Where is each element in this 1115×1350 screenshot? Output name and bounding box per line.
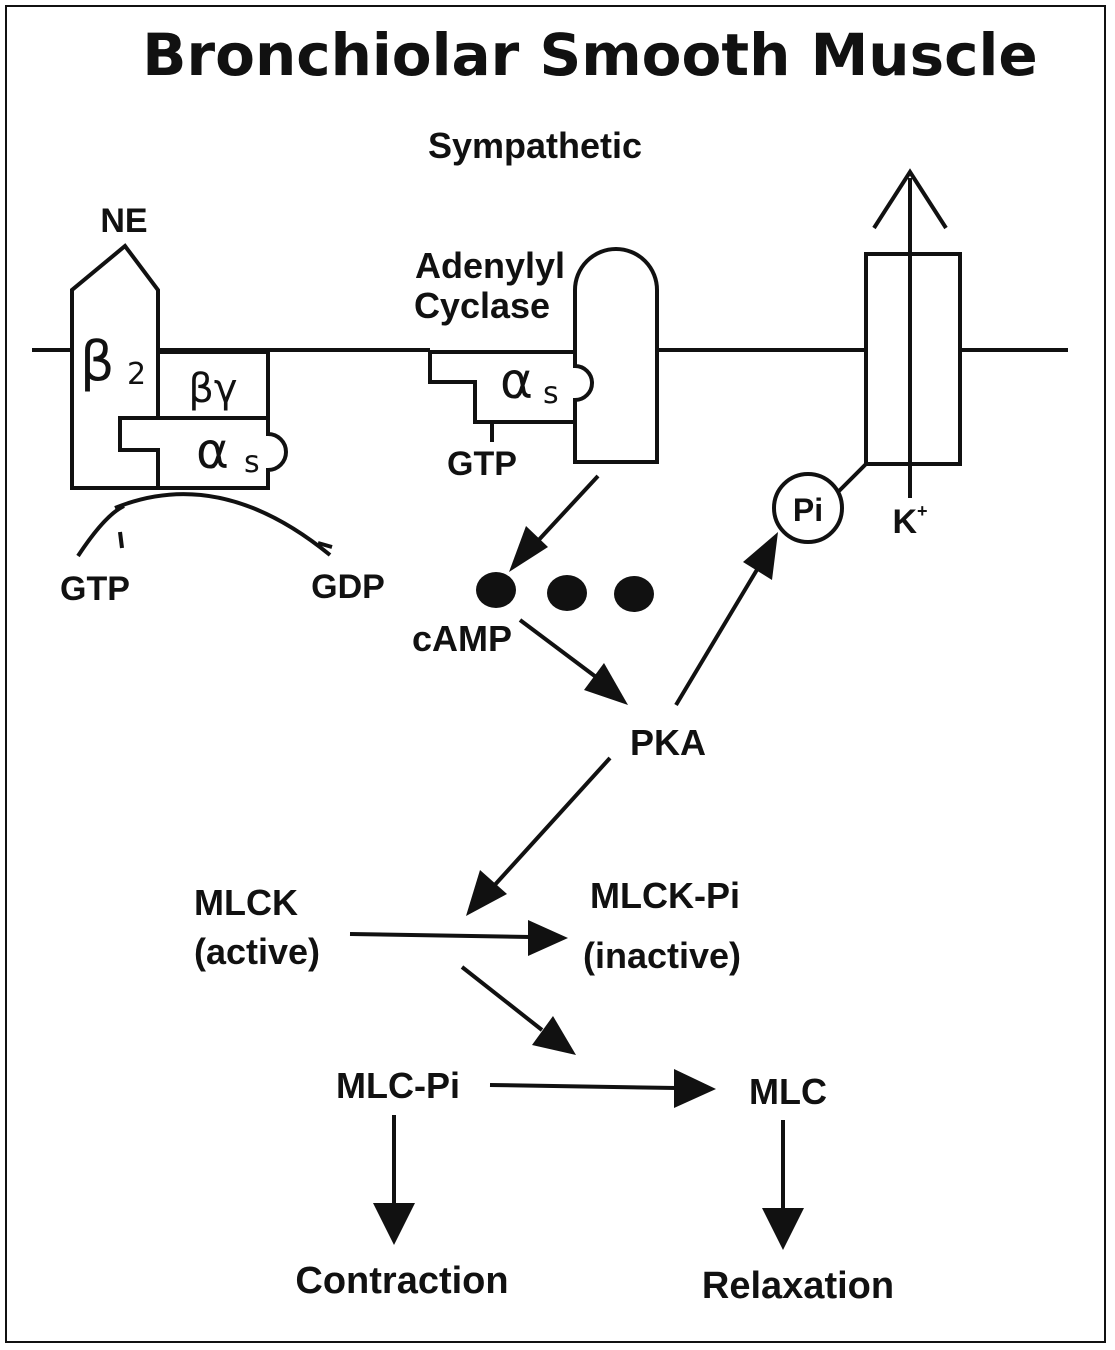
cyclase-to-camp-arrowhead xyxy=(509,526,548,572)
gtp-tick xyxy=(118,531,124,549)
gtp-in-curve xyxy=(76,504,125,558)
k-ion-symbol: K xyxy=(892,503,917,541)
camp-dot-2 xyxy=(547,575,587,611)
beta-gamma-label: βγ xyxy=(188,366,237,412)
pi-circle xyxy=(772,472,844,544)
cyclase-label: Cyclase xyxy=(414,285,550,326)
gdp-label: GDP xyxy=(311,568,385,606)
sympathetic-label: Sympathetic xyxy=(428,125,642,166)
adenylyl-cyclase xyxy=(573,247,659,464)
mlck-acts-arrowhead xyxy=(532,1016,576,1055)
adenylyl-label: Adenylyl xyxy=(415,245,565,286)
k-ion-charge: + xyxy=(917,501,928,521)
pi-connector xyxy=(836,462,868,494)
beta2-symbol: β xyxy=(80,330,114,393)
mlck-inactive-label-1: MLCK-Pi xyxy=(590,875,740,916)
pka-to-pi-arrowhead xyxy=(743,532,778,580)
mlck-to-mlckpi-arrowhead xyxy=(528,920,568,956)
outer-border xyxy=(5,5,1106,1343)
camp-dot-1 xyxy=(476,572,516,608)
mlcpi-to-mlc-arrowhead xyxy=(674,1069,716,1108)
alpha-s-cyclase-subscript: s xyxy=(543,376,559,411)
gtp-label-receptor: GTP xyxy=(60,570,130,608)
k-ion-label: K+ xyxy=(892,501,927,541)
mlck-active-label-1: MLCK xyxy=(194,882,298,923)
pka-label: PKA xyxy=(630,722,706,763)
camp-to-pka-arrowhead xyxy=(584,663,628,705)
mlck-inactive-label-2: (inactive) xyxy=(583,935,741,976)
gdp-tick xyxy=(317,541,333,549)
alpha-s-subunit-cyclase xyxy=(428,350,594,424)
alpha-s-subunit-receptor xyxy=(118,416,288,490)
pi-label: Pi xyxy=(793,492,823,528)
pka-to-mlck-arrowhead xyxy=(466,870,507,916)
mlck-acts-arrow xyxy=(460,965,544,1032)
pka-to-mlck-arrow xyxy=(490,756,612,890)
mlc-pi-label: MLC-Pi xyxy=(336,1065,460,1106)
camp-to-pka-arrow xyxy=(518,618,602,682)
mlc-to-relaxation-arrowhead xyxy=(762,1208,804,1250)
camp-dot-3 xyxy=(614,576,654,612)
cyclase-to-camp-arrow xyxy=(533,474,600,546)
contraction-label: Contraction xyxy=(295,1260,508,1302)
mlck-to-mlckpi-arrow xyxy=(349,932,531,939)
k-efflux-arrow-head xyxy=(872,168,948,230)
mlc-label: MLC xyxy=(749,1071,827,1112)
mlcpi-to-mlc-arrow xyxy=(489,1083,677,1090)
beta2-subscript: 2 xyxy=(127,357,146,392)
k-channel xyxy=(864,252,962,466)
camp-label: cAMP xyxy=(412,618,512,659)
ne-label: NE xyxy=(100,202,147,240)
beta-gamma-subunit xyxy=(156,350,270,420)
mlck-active-label-2: (active) xyxy=(194,931,320,972)
alpha-s-cyclase-symbol: α xyxy=(500,352,533,410)
relaxation-label: Relaxation xyxy=(702,1265,894,1307)
diagram-title: Bronchiolar Smooth Muscle xyxy=(142,21,1037,89)
alpha-s-receptor-subscript: s xyxy=(244,445,260,480)
gtp-label-cyclase: GTP xyxy=(447,445,517,483)
pka-to-pi-arrow xyxy=(674,566,760,707)
alpha-s-receptor-symbol: α xyxy=(196,422,229,480)
exchange-arc xyxy=(114,492,332,557)
mlcpi-to-contraction-arrowhead xyxy=(373,1203,415,1245)
